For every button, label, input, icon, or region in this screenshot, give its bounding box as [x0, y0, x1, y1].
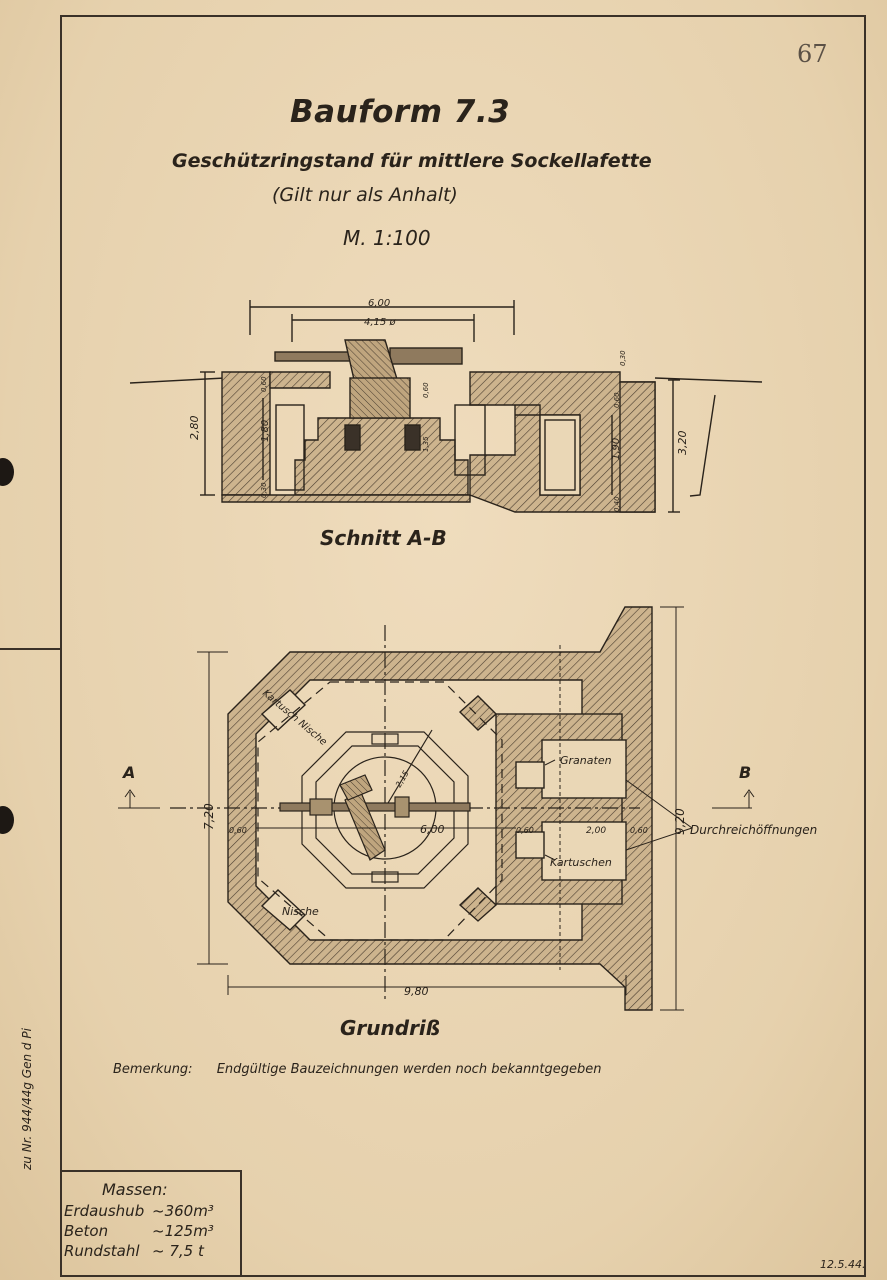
date-stamp: 12.5.44.: [820, 1258, 866, 1271]
dim-plan-inner-dia: 6,00: [420, 823, 445, 836]
dim-width-total: 6,00: [368, 298, 390, 309]
quantity-row: Beton ~125m³: [64, 1222, 234, 1240]
drawing-scale: M. 1:100: [343, 226, 431, 250]
section-drawing: [129, 300, 763, 513]
plan-drawing: [227, 606, 653, 1011]
dim-plan-left-wall: 0,60: [229, 826, 247, 835]
drawing-note: (Gilt nur als Anhalt): [272, 184, 458, 206]
section-label: Schnitt A-B: [320, 526, 447, 550]
quantity-value: ~360m³: [152, 1202, 214, 1220]
dim-plan-radius: 2,15: [394, 769, 411, 789]
label-niche-bottom: Nische: [282, 905, 319, 918]
dim-inner-height: 1,80: [260, 420, 271, 442]
plan-label: Grundriß: [340, 1016, 441, 1040]
dim-depth-right: 3,20: [676, 431, 689, 456]
side-reference: zu Nr. 944/44g Gen d Pi: [20, 1028, 34, 1170]
marker-b: B: [739, 763, 751, 782]
label-granaten: Granaten: [560, 754, 612, 767]
drawing-title: Bauform 7.3: [290, 94, 511, 130]
quantity-name: Beton: [64, 1222, 109, 1240]
plan-dimension-lines: [118, 606, 755, 1011]
punch-hole: [0, 458, 14, 486]
dim-plan-right-wall: 0,60: [630, 826, 648, 835]
label-durchreich: Durchreichöffnungen: [690, 823, 817, 837]
quantities-title: Massen:: [102, 1180, 168, 1199]
dim-bottom-left: 0,30: [260, 482, 268, 498]
dim-plan-room-width: 2,00: [586, 826, 606, 836]
punch-hole: [0, 806, 14, 834]
quantity-name: Erdaushub: [64, 1202, 145, 1220]
plan-geometry: [170, 625, 640, 1000]
section-dimensions: 6,00 4,15 ø 2,80 1,80 3,20 1,90 0,30 0,6…: [188, 298, 689, 512]
dim-plan-height: 7,20: [202, 803, 216, 830]
quantities-box: [62, 1170, 242, 1277]
quantity-name: Rundstahl: [64, 1242, 140, 1260]
dim-right-wall: 0,60: [613, 392, 621, 408]
marker-a: A: [121, 763, 135, 782]
remark: Bemerkung: Endgültige Bauzeichnungen wer…: [113, 1062, 602, 1077]
remark-text: Endgültige Bauzeichnungen werden noch be…: [216, 1062, 602, 1077]
left-strip-divider: [0, 648, 62, 650]
dim-plan-mid-wall: 0,60: [516, 826, 534, 835]
dim-slab-left: 0,60: [260, 376, 268, 392]
gun-sketch: [274, 339, 463, 451]
dim-mid: 0,60: [422, 382, 430, 398]
dim-pedestal: 1,35: [422, 436, 430, 452]
dim-depth-left: 2,80: [188, 416, 201, 441]
remark-label: Bemerkung:: [113, 1062, 193, 1077]
dim-plan-overall-height: 9,20: [673, 808, 687, 835]
drawing-frame: [60, 15, 866, 1277]
dim-room-height: 1,90: [611, 438, 622, 460]
label-kartuschen: Kartuschen: [550, 856, 612, 869]
quantity-row: Rundstahl ~ 7,5 t: [64, 1242, 234, 1260]
dim-bottom-right: 0,40: [613, 496, 621, 512]
drawing-subtitle: Geschützringstand für mittlere Sockellaf…: [172, 150, 652, 172]
plan-gun: [279, 774, 471, 861]
quantity-value: ~ 7,5 t: [152, 1242, 204, 1260]
dim-top-slab: 0,30: [619, 350, 627, 366]
page-number: 67: [797, 40, 828, 68]
quantity-value: ~125m³: [152, 1222, 214, 1240]
dim-plan-width: 9,80: [404, 985, 429, 998]
quantity-row: Erdaushub ~360m³: [64, 1202, 234, 1220]
dim-ring-dia: 4,15 ø: [364, 317, 396, 328]
